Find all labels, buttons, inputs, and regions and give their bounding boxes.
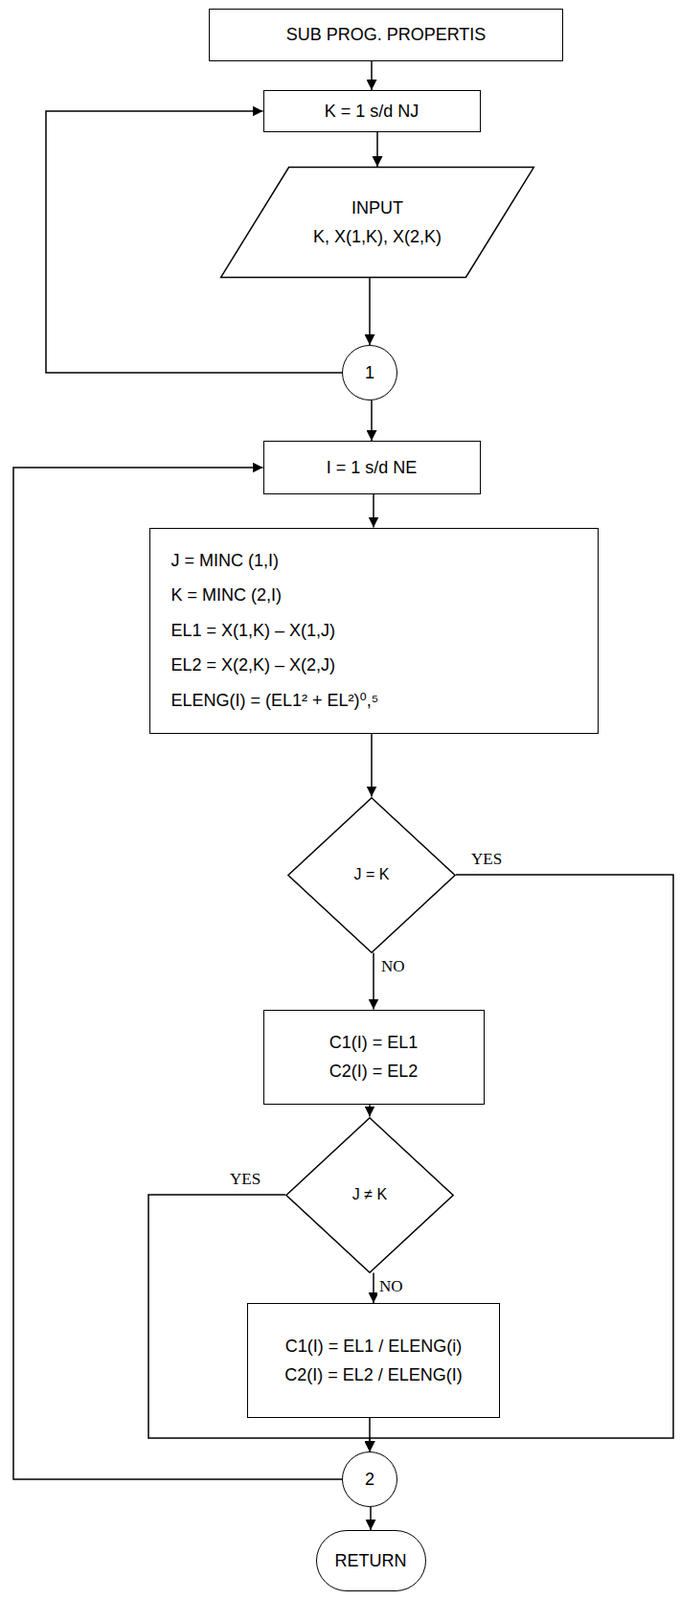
loop-box: I = 1 s/d NE [263,440,481,495]
node-text: J ≠ K [352,1184,387,1204]
flow-connector [370,733,373,797]
connector-number: 1 [364,362,375,385]
branch-label: YES [227,1169,263,1189]
flow-connector [368,1104,371,1117]
node-text: J = MINC (1,I) [171,549,280,572]
branch-label: NO [379,956,408,976]
shape-outline [221,167,535,278]
terminal-box: RETURN [316,1529,427,1591]
shape-outline [286,1116,454,1271]
connector-circle: 1 [341,344,398,401]
node-text: I = 1 s/d NE [326,456,418,479]
start-box: SUB PROG. PROPERTIS [208,8,564,62]
flow-connector [369,1506,372,1530]
branch-label: YES [469,849,504,869]
connector-number: 2 [364,1468,375,1491]
node-text: SUB PROG. PROPERTIS [286,23,487,46]
node-text: C2(I) = EL2 [329,1060,419,1083]
process-box: C1(I) = EL1 / ELENG(i) C2(I) = EL2 / ELEN… [247,1302,500,1418]
node-text: K = MINC (2,I) [171,584,283,607]
node-text: INPUT [351,197,404,220]
node-text: C2(I) = EL2 / ELENG(I) [284,1363,463,1386]
process-box: C1(I) = EL1C2(I) = EL2 [263,1009,485,1105]
connector-circle: 2 [341,1450,398,1507]
node-text: K, X(1,K), X(2,K) [313,226,442,249]
loop-box: K = 1 s/d NJ [263,90,481,133]
node-text: EL2 = X(2,K) – X(2,J) [171,654,337,677]
decision-diamond: J ≠ K [285,1116,454,1273]
decision-diamond: J = K [287,796,456,953]
flow-connector [370,61,373,91]
branch-label: NO [377,1276,406,1296]
node-text: ELENG(I) = (EL1² + EL²)⁰,⁵ [171,689,380,712]
node-text: J = K [354,864,390,884]
shape-outline [288,796,455,952]
flow-connector [370,400,373,441]
node-text: C1(I) = EL1 [329,1031,419,1054]
node-text: RETURN [335,1549,408,1572]
process-box: J = MINC (1,I) K = MINC (2,I) EL1 = X(1,K)… [149,527,599,734]
flow-connector [372,952,375,1010]
node-text: K = 1 s/d NJ [324,100,420,123]
parallelogram-outline [219,166,536,278]
flow-connector [368,1417,371,1451]
node-text: C1(I) = EL1 / ELENG(i) [285,1335,463,1358]
input-box: INPUT K, X(1,K), X(2,K) [219,166,536,278]
flow-connector [372,494,375,528]
flow-connector [376,132,379,167]
node-text: EL1 = X(1,K) – X(1,J) [171,619,337,642]
flow-connector [372,1272,375,1304]
flow-connector [368,277,371,345]
